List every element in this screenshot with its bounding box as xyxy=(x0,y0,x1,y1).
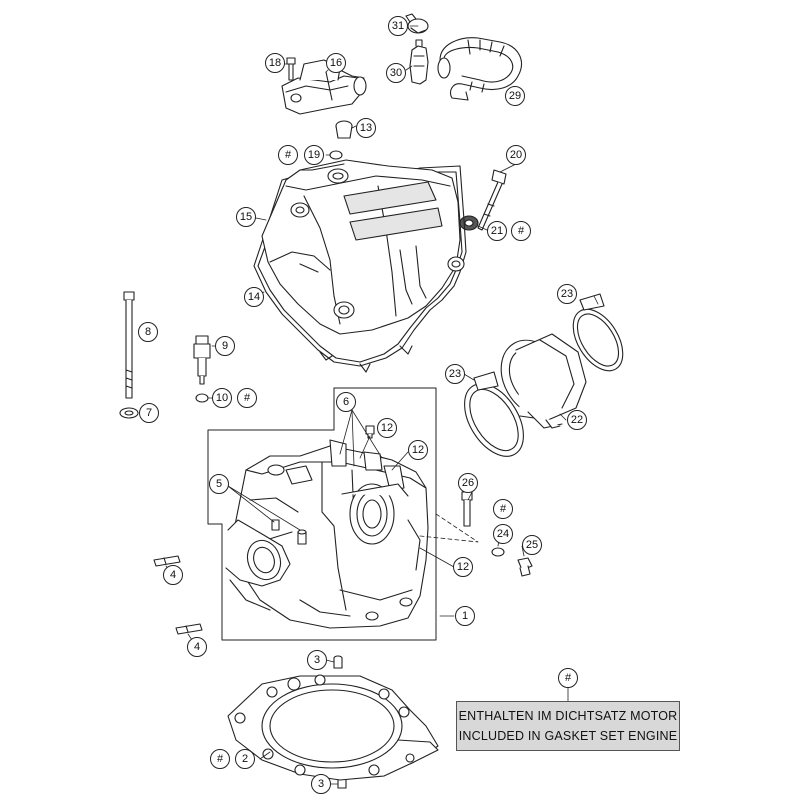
gasket-set-note: ENTHALTEN IM DICHTSATZ MOTOR INCLUDED IN… xyxy=(456,701,680,751)
callout-hash-19: # xyxy=(278,145,298,165)
callout-19: 19 xyxy=(304,145,324,165)
callout-30: 30 xyxy=(386,63,406,83)
bolt-26 xyxy=(461,491,473,527)
callout-12-b: 12 xyxy=(408,440,428,460)
callout-15: 15 xyxy=(236,207,256,227)
head-gasket-2 xyxy=(227,674,439,781)
dowel-4-upper xyxy=(153,555,181,567)
callout-23-upper: 23 xyxy=(557,284,577,304)
callout-hash-2: # xyxy=(210,749,230,769)
callout-hash-24: # xyxy=(493,499,513,519)
valve-cover-15 xyxy=(261,159,465,335)
callout-2: 2 xyxy=(235,749,255,769)
callout-18: 18 xyxy=(265,53,285,73)
stud-8 xyxy=(123,291,135,399)
callout-3-lower: 3 xyxy=(311,774,331,794)
callout-7: 7 xyxy=(139,403,159,423)
plug-13 xyxy=(335,120,353,139)
callout-24: 24 xyxy=(493,524,513,544)
callout-31: 31 xyxy=(388,16,408,36)
oring-10 xyxy=(195,393,209,403)
hose-29 xyxy=(437,37,522,101)
insert-5 xyxy=(271,519,307,545)
plug-25 xyxy=(517,557,533,577)
callout-16: 16 xyxy=(326,53,346,73)
washer-7 xyxy=(119,407,139,419)
clamp-23-upper xyxy=(572,293,624,372)
callout-26: 26 xyxy=(458,473,478,493)
clip-31 xyxy=(405,13,429,34)
callout-6: 6 xyxy=(336,392,356,412)
callout-4-upper: 4 xyxy=(163,565,183,585)
callout-9: 9 xyxy=(215,336,235,356)
dowel-4-lower xyxy=(175,623,203,635)
clamp-23-lower xyxy=(464,371,524,457)
callout-12-a: 12 xyxy=(377,418,397,438)
callout-22: 22 xyxy=(567,410,587,430)
callout-4-lower: 4 xyxy=(187,637,207,657)
callout-1: 1 xyxy=(455,606,475,626)
oring-19 xyxy=(329,150,343,160)
sensor-9 xyxy=(193,335,211,385)
intake-flange-22 xyxy=(500,333,587,429)
cylinder-head-1 xyxy=(231,439,429,629)
callout-20: 20 xyxy=(506,145,526,165)
washer-24 xyxy=(491,547,505,557)
screw-18 xyxy=(286,57,296,81)
callout-hash-10: # xyxy=(237,388,257,408)
callout-5: 5 xyxy=(209,474,229,494)
cylinder-head-group-outline xyxy=(207,387,437,641)
note-line-english: INCLUDED IN GASKET SET ENGINE xyxy=(458,729,678,743)
coolant-outlet xyxy=(225,519,291,611)
callout-hash-21: # xyxy=(511,221,531,241)
connector-30 xyxy=(409,39,429,85)
bolt-20 xyxy=(477,169,507,231)
callout-3-upper: 3 xyxy=(307,650,327,670)
callout-8: 8 xyxy=(138,322,158,342)
callout-14: 14 xyxy=(244,287,264,307)
callout-10: 10 xyxy=(212,388,232,408)
callout-21: 21 xyxy=(487,221,507,241)
callout-25: 25 xyxy=(522,535,542,555)
note-line-german: ENTHALTEN IM DICHTSATZ MOTOR xyxy=(458,709,678,723)
dowel-3-upper xyxy=(333,655,343,669)
callout-12-c: 12 xyxy=(453,557,473,577)
housing-16 xyxy=(281,59,367,115)
callout-hash-note: # xyxy=(558,668,578,688)
washer-21 xyxy=(459,215,479,231)
callout-23-lower: 23 xyxy=(445,364,465,384)
callout-29: 29 xyxy=(505,86,525,106)
callout-13: 13 xyxy=(356,118,376,138)
bolt-12-a xyxy=(365,425,375,439)
